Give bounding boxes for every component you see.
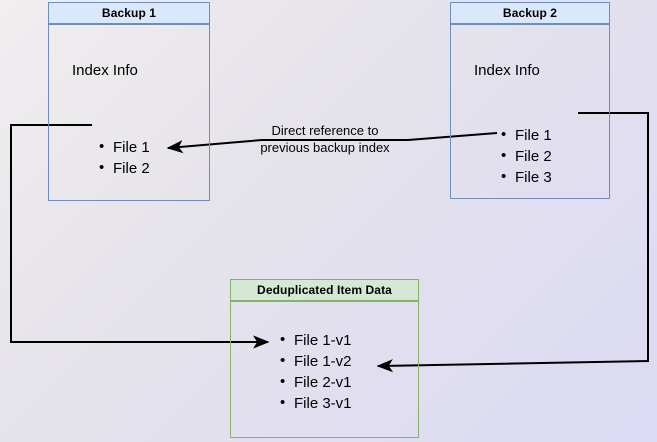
backup-2-index-title: Index Info	[474, 62, 540, 79]
list-item: File 3	[501, 166, 552, 188]
dedup-file-list: File 1-v1 File 1-v2 File 2-v1 File 3-v1	[278, 329, 351, 414]
list-item: File 1-v2	[280, 350, 351, 372]
node-backup-2-body: Index Info File 1 File 2 File 3	[450, 24, 610, 199]
backup-1-index-title: Index Info	[72, 62, 138, 79]
node-deduplicated-item-data[interactable]: Deduplicated Item Data File 1-v1 File 1-…	[230, 279, 419, 438]
list-item: File 2-v1	[280, 371, 351, 393]
node-backup-1-header: Backup 1	[48, 2, 210, 24]
node-backup-2-header: Backup 2	[450, 2, 610, 24]
edge-label-line-1: Direct reference to	[271, 123, 379, 138]
edge-label-direct-reference: Direct reference to previous backup inde…	[245, 122, 405, 156]
node-backup-1[interactable]: Backup 1 Index Info File 1 File 2	[48, 2, 210, 201]
list-item: File 2	[501, 145, 552, 167]
backup-2-file-list: File 1 File 2 File 3	[499, 124, 552, 188]
edge-label-line-2: previous backup index	[260, 140, 390, 155]
list-item: File 1	[501, 124, 552, 146]
node-backup-1-body: Index Info File 1 File 2	[48, 24, 210, 201]
list-item: File 3-v1	[280, 392, 351, 414]
backup-1-file-list: File 1 File 2	[97, 136, 150, 179]
list-item: File 1-v1	[280, 329, 351, 351]
list-item: File 2	[99, 157, 150, 179]
node-backup-2[interactable]: Backup 2 Index Info File 1 File 2 File 3	[450, 2, 610, 199]
node-dedup-body: File 1-v1 File 1-v2 File 2-v1 File 3-v1	[230, 301, 419, 438]
node-dedup-header: Deduplicated Item Data	[230, 279, 419, 301]
list-item: File 1	[99, 136, 150, 158]
